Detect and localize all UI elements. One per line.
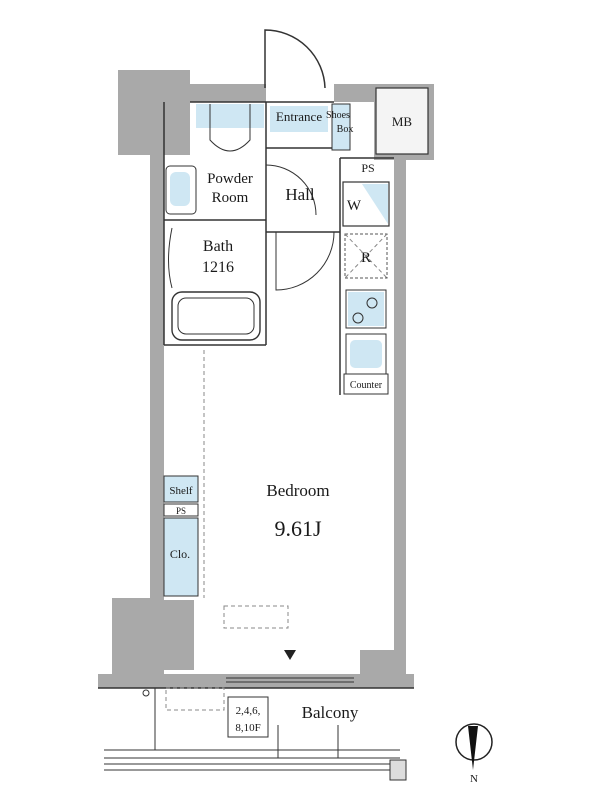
ps-top-label: PS: [361, 161, 374, 175]
clo-label: Clo.: [170, 547, 190, 561]
drain-icon: [142, 689, 150, 697]
shoes-box-label-1: Shoes: [326, 110, 350, 121]
hall-door-swing: [275, 231, 335, 291]
floors-box: [227, 696, 269, 738]
counter-label: Counter: [350, 380, 383, 391]
powder-toilet-area: [196, 104, 264, 128]
entrance-floor: [270, 106, 328, 132]
powder-room-label-1: Powder: [207, 171, 253, 187]
burner-1-icon: [352, 312, 364, 324]
bath-label-2: 1216: [202, 259, 234, 276]
bedroom-label: Bedroom: [266, 481, 329, 500]
entrance-label: Entrance: [276, 109, 322, 124]
shoes-box-label-2: Box: [337, 124, 354, 135]
walls: [98, 70, 434, 688]
powder-door-swing: [265, 164, 317, 216]
bathtub: [171, 291, 261, 341]
closet: [163, 517, 199, 597]
r-label: R: [361, 250, 371, 266]
burner-2-icon: [366, 297, 378, 309]
air-conditioner: [223, 605, 289, 629]
shoes-box: [331, 103, 351, 151]
powder-sink-basin: [170, 172, 190, 206]
north-label: N: [470, 773, 478, 785]
toilet-icon: [209, 104, 251, 152]
bath-label-1: Bath: [203, 238, 233, 255]
balcony-unit: [165, 687, 225, 711]
counter-box: [343, 373, 389, 395]
shelf-label: Shelf: [169, 485, 193, 497]
balcony-label: Balcony: [302, 703, 359, 722]
balcony-post: [389, 759, 407, 781]
powder-room-label-2: Room: [212, 190, 249, 206]
hall-label: Hall: [285, 185, 315, 204]
bedroom-size: 9.61J: [274, 516, 322, 541]
window-arrow-icon: [284, 650, 296, 660]
mb-box: [375, 87, 429, 155]
mb-label: MB: [392, 114, 413, 129]
floors-label-1: 2,4,6,: [236, 705, 261, 717]
ps-side-label: PS: [176, 506, 186, 516]
entry-door-swing: [264, 29, 326, 89]
w-label: W: [347, 198, 362, 214]
floors-label-2: 8,10F: [235, 722, 260, 734]
north-arrow: N: [455, 723, 493, 785]
shelf-box: [163, 475, 199, 503]
ps-side-box: [163, 503, 199, 517]
north-arrow-icon: [468, 726, 478, 770]
washer-fill: [362, 184, 388, 224]
partitions: [163, 101, 394, 395]
fridge-box: [344, 233, 388, 279]
